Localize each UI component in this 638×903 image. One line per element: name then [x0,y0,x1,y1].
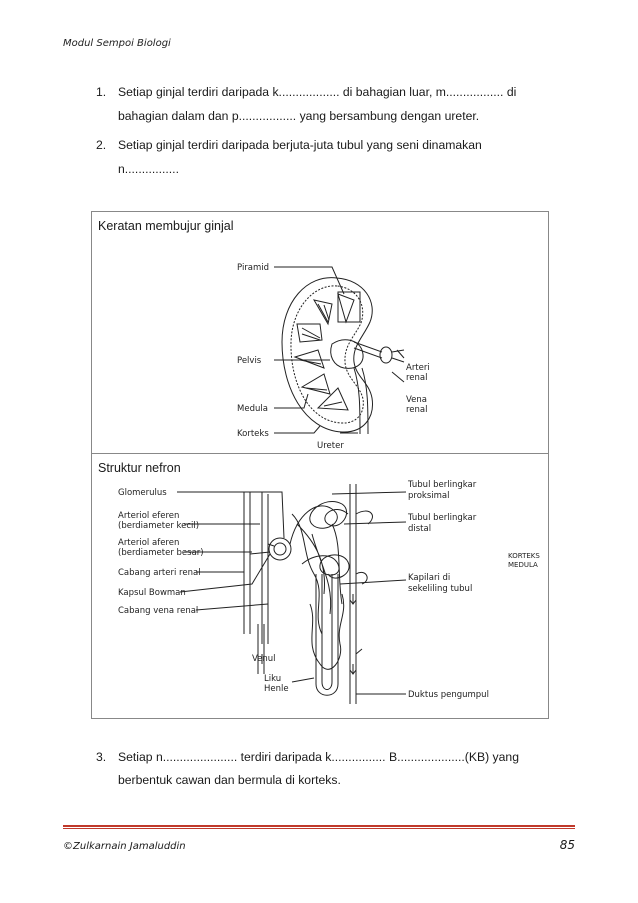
question-text-line2: berbentuk cawan dan bermula di korteks. [118,773,341,787]
cortex-inner [290,285,364,424]
question-text-line1: Setiap n...................... terdiri d… [118,750,519,764]
label-henle: Henle [264,684,289,694]
label-pelvis: Pelvis [237,356,262,366]
loop-of-henle [315,574,339,696]
nephron-section-box: Struktur nefron [91,453,549,719]
label-kapilari1: Kapilari di [408,573,450,583]
label-tubul-prok2: proksimal [408,491,449,501]
pyramid [316,387,349,411]
renal-artery-end [379,346,393,364]
bowman-capsule [268,537,292,561]
label-tubul-dist1: Tubul berlingkar [407,513,477,523]
label-glomerulus: Glomerulus [118,488,167,498]
label-piramid: Piramid [237,263,269,273]
kidney-diagram: Piramid Pelvis Medula Korteks Ureter Art… [237,263,430,451]
nephron-caption: Struktur nefron [98,461,181,475]
kidney-section-box: Keratan membujur ginjal [91,211,549,454]
label-aferen-note: (berdiameter besar) [118,548,204,558]
question-number: 3. [96,750,107,764]
label-arteri: Arteri [406,363,430,373]
label-arteriol-aferen: Arteriol aferen [118,538,179,548]
ureter [353,367,369,435]
distal-tubule [301,554,350,579]
label-medula: MEDULA [508,561,538,569]
label-arteriol-eferen: Arteriol eferen [118,511,179,521]
label-liku: Liku [264,674,281,684]
peritubular-capillaries [291,513,343,635]
proximal-tubule [289,501,349,545]
pyramid [312,299,333,326]
label-kapsul: Kapsul Bowman [118,588,186,598]
page-number: 85 [559,838,575,852]
pyramid [300,373,331,395]
kidney-caption: Keratan membujur ginjal [98,219,234,233]
footer-divider-thin [63,828,575,829]
label-korteks: KORTEKS [508,552,540,560]
afferent-arteriole [243,492,251,634]
header-title: Modul Sempoi Biologi [63,38,171,49]
pyramid [293,349,325,369]
label-vena: Vena [406,395,427,405]
label-cabang-vena: Cabang vena renal [118,606,198,616]
kidney-outline [281,277,373,433]
renal-artery-tube [353,341,383,359]
question-text-line2: n................ [118,162,179,176]
label-cabang-arteri: Cabang arteri renal [118,568,201,578]
label-medula: Medula [237,404,268,414]
label-renal-v: renal [406,405,428,415]
detail-box [337,291,361,323]
question-number: 1. [96,85,107,99]
question-text-line1: Setiap ginjal terdiri daripada k........… [118,85,517,99]
pyramid [337,293,355,324]
glomerulus [273,542,287,556]
footer-divider [63,825,575,827]
question-text-line1: Setiap ginjal terdiri daripada berjuta-j… [118,138,482,152]
label-ureter: Ureter [317,441,344,451]
nephron-diagram: Glomerulus Arteriol eferen (berdiameter … [118,480,540,704]
label-venul: Venul [252,654,276,664]
label-tubul-prok1: Tubul berlingkar [407,480,477,490]
efferent-vessel [261,492,269,644]
pyramid [296,323,323,343]
question-text-line2: bahagian dalam dan p................. ya… [118,109,480,123]
pelvis [330,339,364,369]
footer-author: ©Zulkarnain Jamaluddin [63,841,186,852]
label-tubul-dist2: distal [408,524,431,534]
label-eferen-note: (berdiameter kecil) [118,521,199,531]
label-kapilari2: sekeliling tubul [408,584,472,594]
label-korteks: Korteks [237,429,269,439]
label-renal-a: renal [406,373,428,383]
collecting-duct [349,484,357,704]
question-number: 2. [96,138,107,152]
label-duktus: Duktus pengumpul [408,690,489,700]
